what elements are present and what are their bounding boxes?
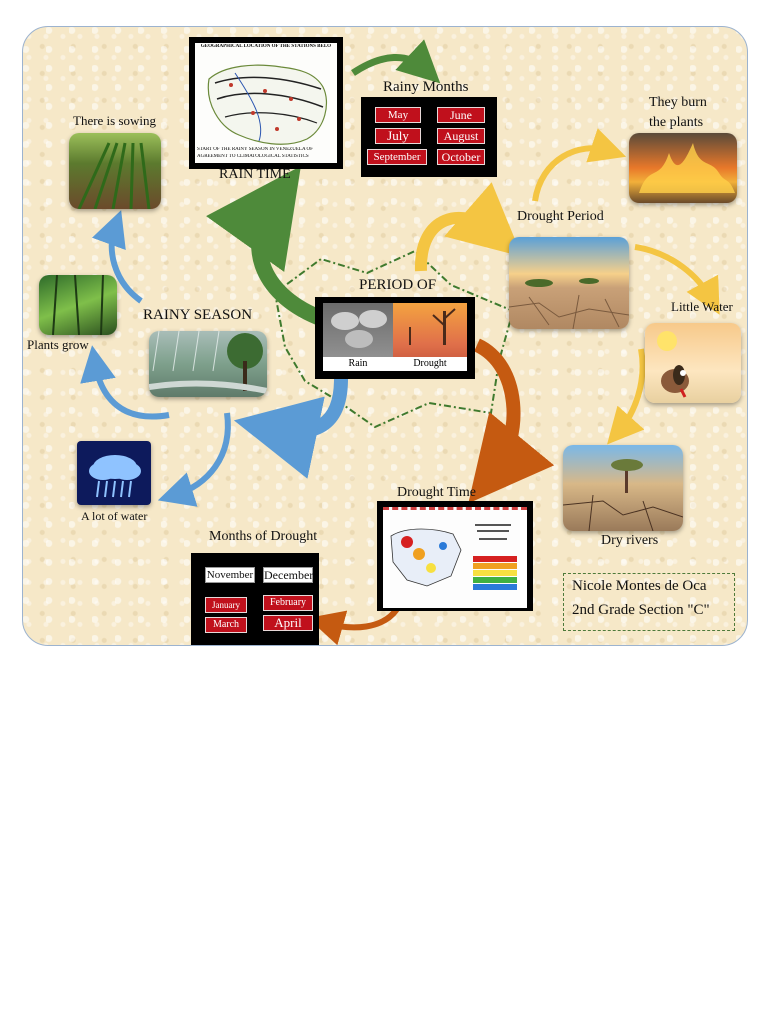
green-arrow-to-rainy-months: [351, 39, 441, 84]
label-they-burn-line2: the plants: [649, 115, 704, 130]
orange-arrow-to-drought-time: [468, 338, 555, 504]
label-a-lot-of-water: A lot of water: [81, 509, 148, 523]
label-drought-time: Drought Time: [397, 485, 476, 500]
dry-river-image: [563, 445, 683, 531]
rain-map-bottom-text-1: START OF THE RAINY SEASON IN VENEZUELA O…: [197, 147, 313, 152]
concept-board: GEOGRAPHICAL LOCATION OF THE STATIONS BE…: [22, 26, 748, 646]
rain-map-bottom-text-2: AGREEMENT TO CLIMATOLOGICAL STATISTICS: [197, 154, 309, 159]
label-rain-time: RAIN TIME: [219, 167, 291, 182]
drought-caption: Drought: [393, 357, 467, 371]
rainy-month-june: June: [437, 107, 485, 123]
dry-land-image: [509, 237, 629, 329]
drought-month-january: January: [205, 597, 247, 613]
green-arrow-to-rain-time: [206, 165, 326, 327]
sowing-field-image: [69, 133, 161, 209]
rain-cloud-icon: [77, 441, 151, 505]
label-little-water: Little Water: [671, 299, 733, 314]
rain-panel: Rain: [323, 303, 393, 371]
thirsty-dog-image: [645, 323, 741, 403]
label-dry-rivers: Dry rivers: [601, 533, 659, 548]
label-drought-period: Drought Period: [517, 209, 604, 224]
rainy-month-may: May: [375, 107, 421, 123]
label-period-of: PERIOD OF: [359, 277, 437, 293]
label-plants-grow: Plants grow: [27, 337, 89, 352]
yellow-arrow-to-dry-rivers: [607, 348, 646, 445]
rain-map-frame: GEOGRAPHICAL LOCATION OF THE STATIONS BE…: [189, 37, 343, 169]
rainy-months-table: May June July August September October: [361, 97, 497, 177]
fire-image: [629, 133, 737, 203]
blue-arrow-to-sowing: [91, 210, 143, 304]
yellow-arrow-to-drought-period: [414, 182, 523, 272]
drought-map-frame: [377, 501, 533, 611]
rainy-month-october: October: [437, 149, 485, 165]
credit-box: Nicole Montes de Oca 2nd Grade Section "…: [563, 573, 735, 631]
blue-arrow-to-plants-grow: [80, 345, 170, 420]
forest-image: [39, 275, 117, 335]
rain-map-top-text: GEOGRAPHICAL LOCATION OF THE STATIONS BE…: [200, 44, 332, 49]
drought-months-table: November December January February March…: [191, 553, 319, 645]
drought-month-april: April: [263, 615, 313, 631]
drought-month-february: February: [263, 595, 313, 611]
label-they-burn-line1: They burn: [649, 95, 707, 110]
label-rainy-months: Rainy Months: [383, 79, 469, 95]
rainy-month-september: September: [367, 149, 427, 165]
blue-arrow-to-lot-of-water: [157, 412, 231, 507]
blue-arrow-to-rainy-season: [233, 378, 348, 479]
rain-road-image: [149, 331, 267, 397]
rainy-month-july: July: [375, 128, 421, 144]
rainy-month-august: August: [437, 128, 485, 144]
venezuela-map-icon: [207, 64, 328, 145]
center-image-frame: Rain Drought: [315, 297, 475, 379]
label-rainy-season: RAINY SEASON: [143, 307, 253, 323]
yellow-arrow-to-little-water: [634, 244, 720, 315]
credit-line1: Nicole Montes de Oca: [572, 578, 707, 594]
drought-month-november: November: [205, 567, 255, 583]
rain-map-image: GEOGRAPHICAL LOCATION OF THE STATIONS BE…: [195, 43, 337, 163]
drought-map-image: [383, 507, 527, 608]
rain-caption: Rain: [323, 357, 393, 371]
arrows-layer: [80, 39, 720, 645]
drought-month-march: March: [205, 617, 247, 633]
drought-month-december: December: [263, 567, 314, 583]
yellow-arrow-to-burn: [532, 128, 627, 202]
drought-panel: Drought: [393, 303, 467, 371]
label-there-is-sowing: There is sowing: [73, 113, 157, 128]
orange-arrow-to-drought-months: [307, 607, 400, 645]
credit-line2: 2nd Grade Section "C": [572, 602, 710, 618]
label-months-of-drought: Months of Drought: [209, 529, 318, 544]
